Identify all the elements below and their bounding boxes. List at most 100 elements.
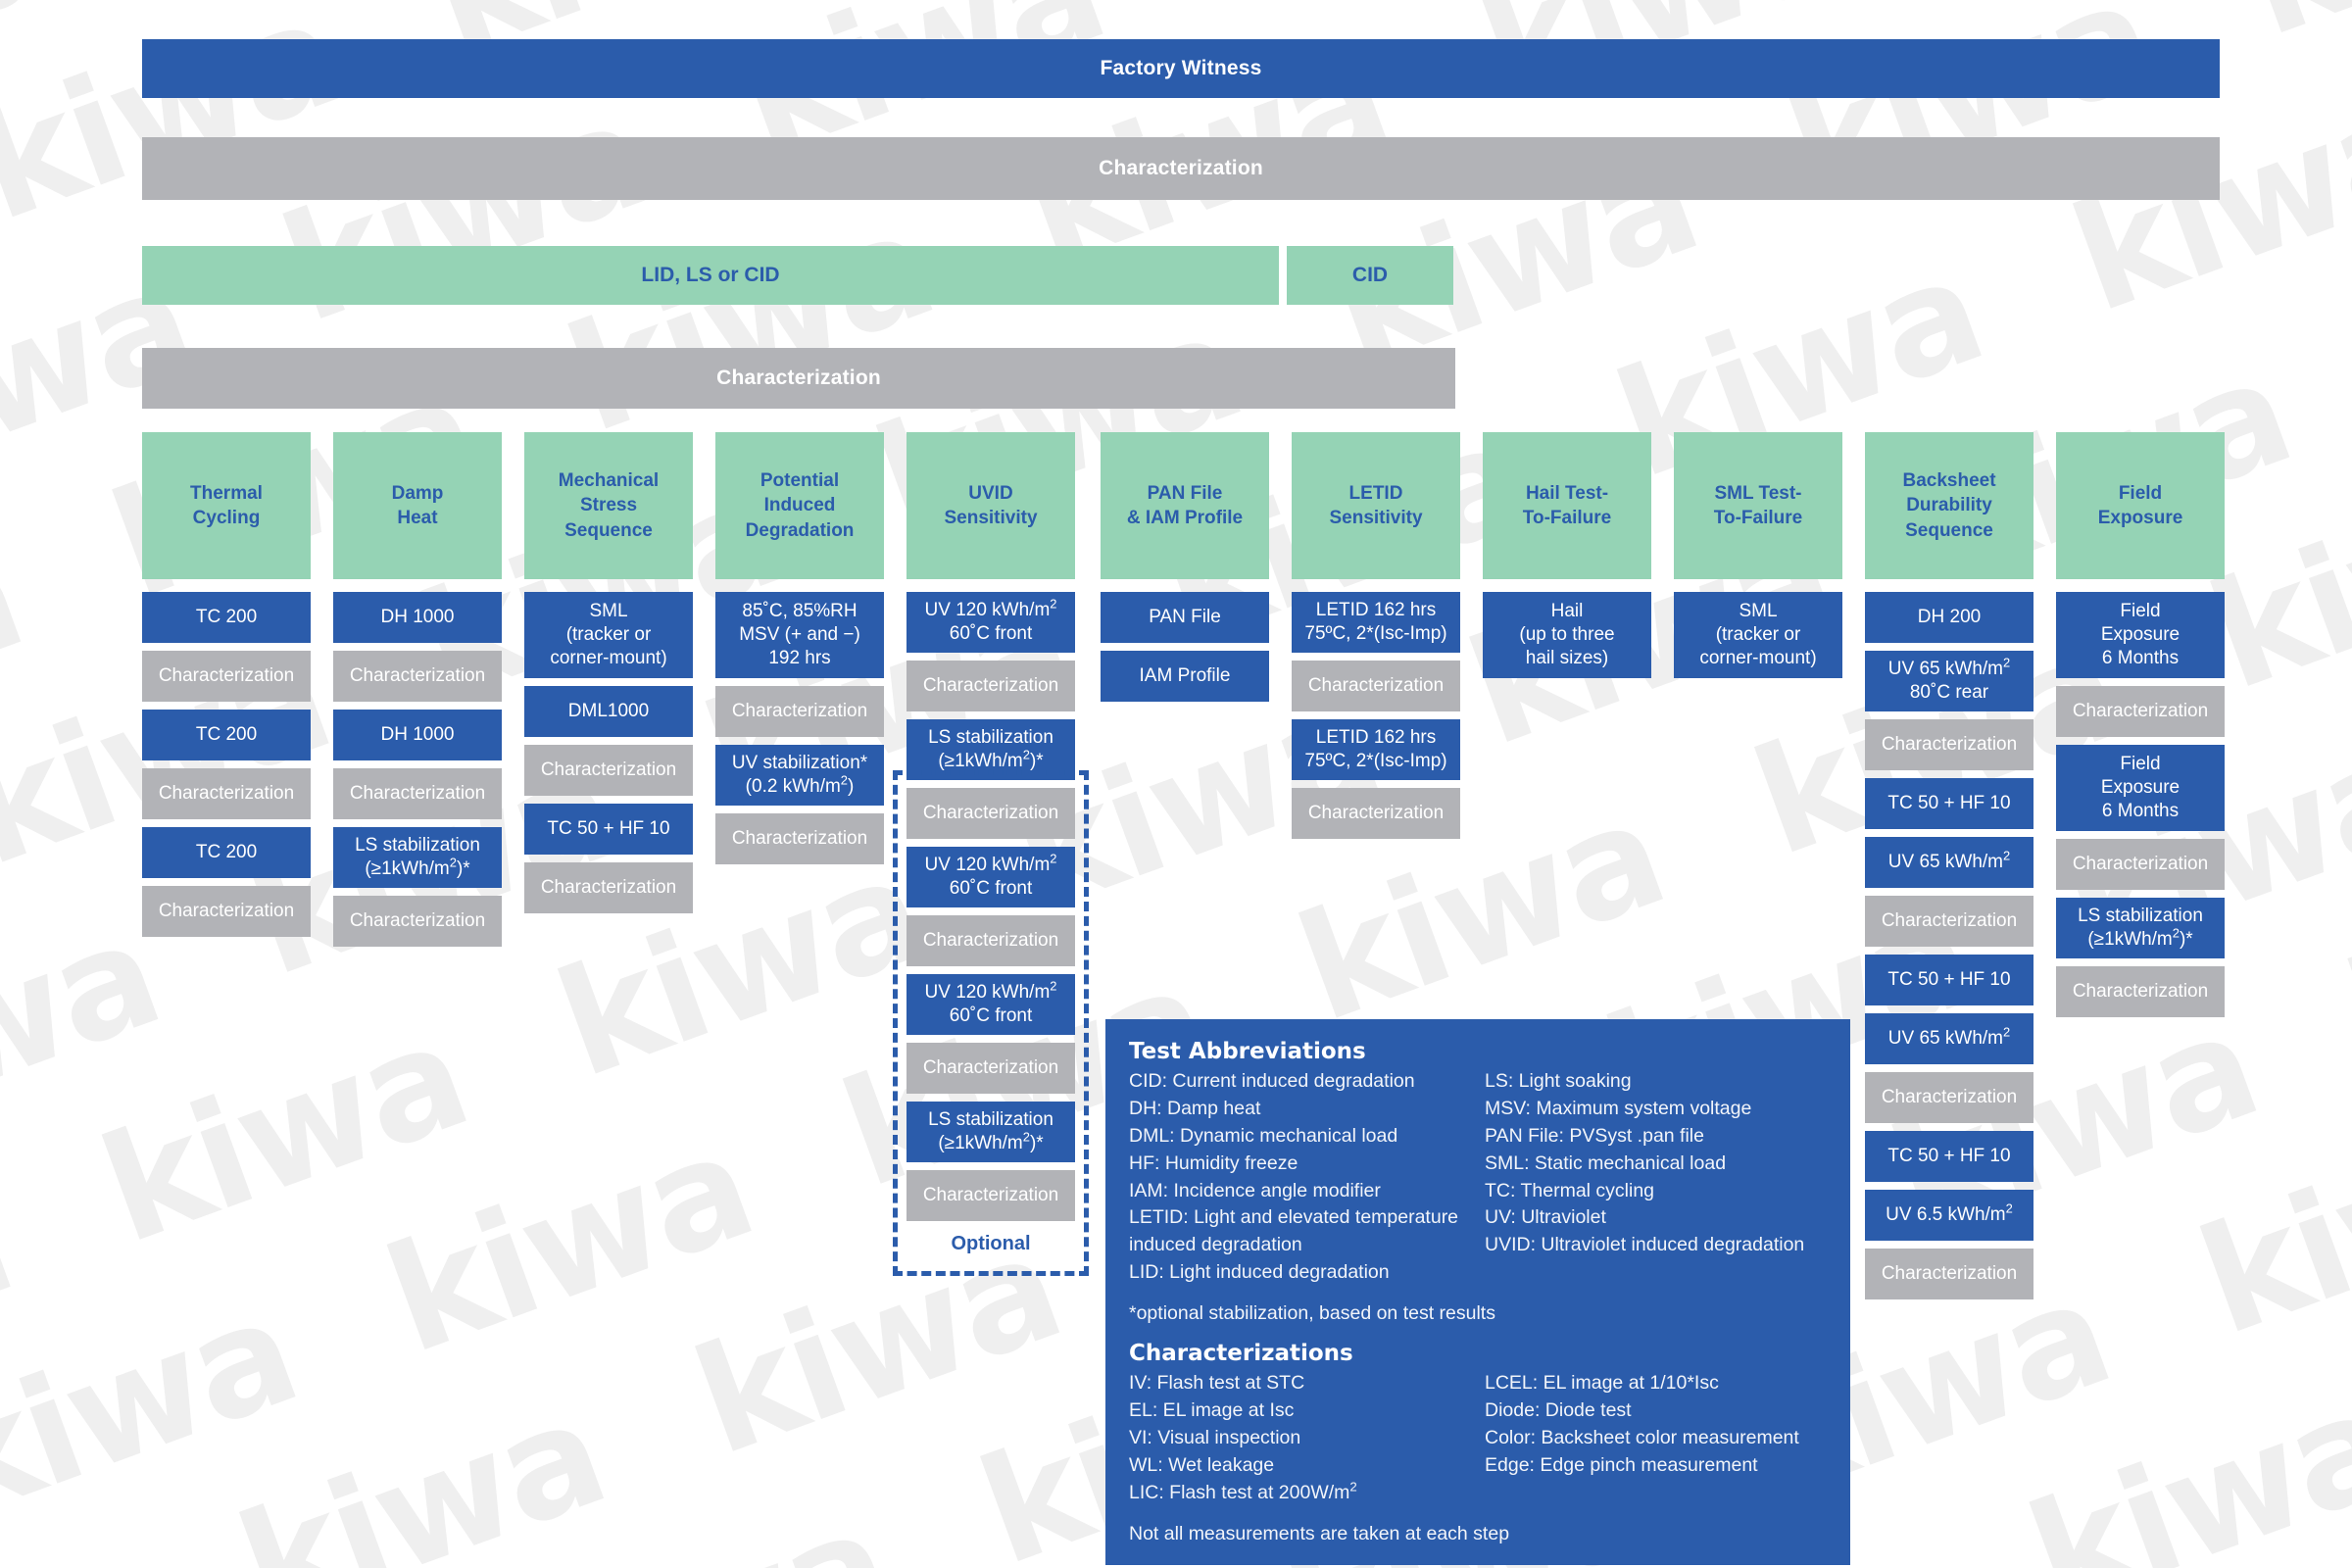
- step-box-label: LS stabilization(≥1kWh/m2)*: [928, 727, 1054, 771]
- step-box-characterization: Characterization: [1292, 661, 1460, 711]
- step-box-label: Characterization: [158, 783, 295, 805]
- step-box-label: Characterization: [349, 910, 486, 932]
- cid-bar: CID: [1287, 246, 1453, 305]
- legend-charac-item: LCEL: EL image at 1/10*Isc: [1485, 1372, 1719, 1395]
- watermark-word: kiwa: [548, 179, 953, 466]
- step-box-label: UV stabilization*(0.2 kWh/m2): [731, 753, 868, 797]
- step-box-label: DH 1000: [380, 607, 455, 628]
- legend-charac-note: Not all measurements are taken at each s…: [1129, 1522, 1510, 1544]
- step-box-characterization: Characterization: [715, 686, 884, 737]
- legend-abbrev-item: UVID: Ultraviolet induced degradation: [1485, 1234, 1805, 1256]
- step-box-label: TC 200: [195, 607, 258, 628]
- step-box-dh-200: DH 200: [1865, 592, 2034, 643]
- watermark-word: kiwa: [2009, 1358, 2352, 1568]
- legend-abbrev-item: LID: Light induced degradation: [1129, 1261, 1390, 1284]
- step-box-label: Characterization: [349, 783, 486, 805]
- legend-abbrev-item: LS: Light soaking: [1485, 1070, 1632, 1092]
- column-header-hail-test-to-failure: Hail Test-To-Failure: [1483, 432, 1651, 579]
- legend-abbrev-item: DH: Damp heat: [1129, 1097, 1261, 1119]
- step-box-label: UV 6.5 kWh/m2: [1886, 1200, 2013, 1226]
- watermark-word: kiwa: [0, 1266, 316, 1553]
- characterization-banner-2: Characterization: [142, 348, 1455, 409]
- watermark-word: kiwa: [2052, 59, 2352, 346]
- step-box-label: Characterization: [158, 665, 295, 687]
- column-header-label: Hail Test-To-Failure: [1522, 482, 1612, 528]
- step-box-label: TC 50 + HF 10: [1887, 793, 2011, 814]
- step-box-label: UV 65 kWh/m2: [1887, 1024, 2011, 1050]
- step-box-label: Characterization: [158, 901, 295, 922]
- legend-charac-item: WL: Wet leakage: [1129, 1453, 1275, 1476]
- lid-ls-or-cid-bar: LID, LS or CID: [142, 246, 1279, 305]
- step-box-iam-profile: IAM Profile: [1101, 651, 1269, 702]
- step-box-tc-50-hf-10: TC 50 + HF 10: [1865, 778, 2034, 829]
- step-box-dh-1000: DH 1000: [333, 710, 502, 760]
- column-header-label: PAN File& IAM Profile: [1126, 482, 1244, 528]
- step-box-characterization: Characterization: [142, 886, 311, 937]
- step-box-characterization: Characterization: [715, 813, 884, 864]
- legend-charac-title: Characterizations: [1129, 1341, 1353, 1367]
- step-box-ls-stabilization-1kwh-m: LS stabilization(≥1kWh/m2)*: [2056, 898, 2225, 958]
- watermark-word: kiwa: [81, 991, 486, 1277]
- watermark-word: kiwa: [2180, 1082, 2352, 1369]
- watermark-word: kiwa: [263, 70, 667, 357]
- step-box-uv-65-kwh-m: UV 65 kWh/m2: [1865, 837, 2034, 888]
- step-box-label: Characterization: [922, 675, 1059, 697]
- watermark-word: kiwa: [1175, 0, 1579, 24]
- step-box-label: TC 200: [195, 724, 258, 746]
- watermark-word: kiwa: [505, 1479, 908, 1568]
- step-box-characterization: Characterization: [333, 651, 502, 702]
- step-box-label: Characterization: [540, 877, 677, 899]
- optional-region: [893, 770, 1089, 1276]
- step-box-label: Characterization: [2072, 981, 2209, 1003]
- watermark-word: kiwa: [0, 512, 40, 798]
- step-box-label: Characterization: [1881, 910, 2018, 932]
- step-box-label: LS stabilization(≥1kWh/m2)*: [928, 1109, 1054, 1153]
- step-box-label: Characterization: [922, 1057, 1059, 1079]
- cid-label: CID: [1351, 264, 1389, 286]
- legend-charac-item: Diode: Diode test: [1485, 1399, 1632, 1422]
- step-box-label: Characterization: [731, 701, 868, 722]
- step-box-label: Characterization: [922, 930, 1059, 952]
- step-box-tc-200: TC 200: [142, 827, 311, 878]
- step-box-label: TC 50 + HF 10: [1887, 1146, 2011, 1167]
- step-box-label: TC 200: [195, 842, 258, 863]
- legend-abbrev-item: DML: Dynamic mechanical load: [1129, 1124, 1398, 1147]
- step-box-uv-6-5-kwh-m: UV 6.5 kWh/m2: [1865, 1190, 2034, 1241]
- step-box-characterization: Characterization: [906, 788, 1075, 839]
- watermark-word: kiwa: [0, 1535, 168, 1568]
- step-box-characterization: Characterization: [2056, 839, 2225, 890]
- watermark-word: kiwa: [0, 1156, 30, 1444]
- step-box-characterization: Characterization: [333, 768, 502, 819]
- column-header-pan-file-iam-profile: PAN File& IAM Profile: [1101, 432, 1269, 579]
- characterization-banner-1: Characterization: [142, 137, 2220, 200]
- step-box-label: LS stabilization(≥1kWh/m2)*: [2078, 906, 2203, 950]
- legend-charac-item: LIC: Flash test at 200W/m2: [1129, 1479, 1357, 1503]
- step-box-characterization: Characterization: [1865, 1072, 2034, 1123]
- legend-abbrev-item: LETID: Light and elevated temperature in…: [1129, 1206, 1459, 1256]
- step-box-label: Characterization: [2072, 701, 2209, 722]
- step-box-tc-200: TC 200: [142, 592, 311, 643]
- legend-charac-item: IV: Flash test at STC: [1129, 1372, 1305, 1395]
- step-box-characterization: Characterization: [906, 1043, 1075, 1094]
